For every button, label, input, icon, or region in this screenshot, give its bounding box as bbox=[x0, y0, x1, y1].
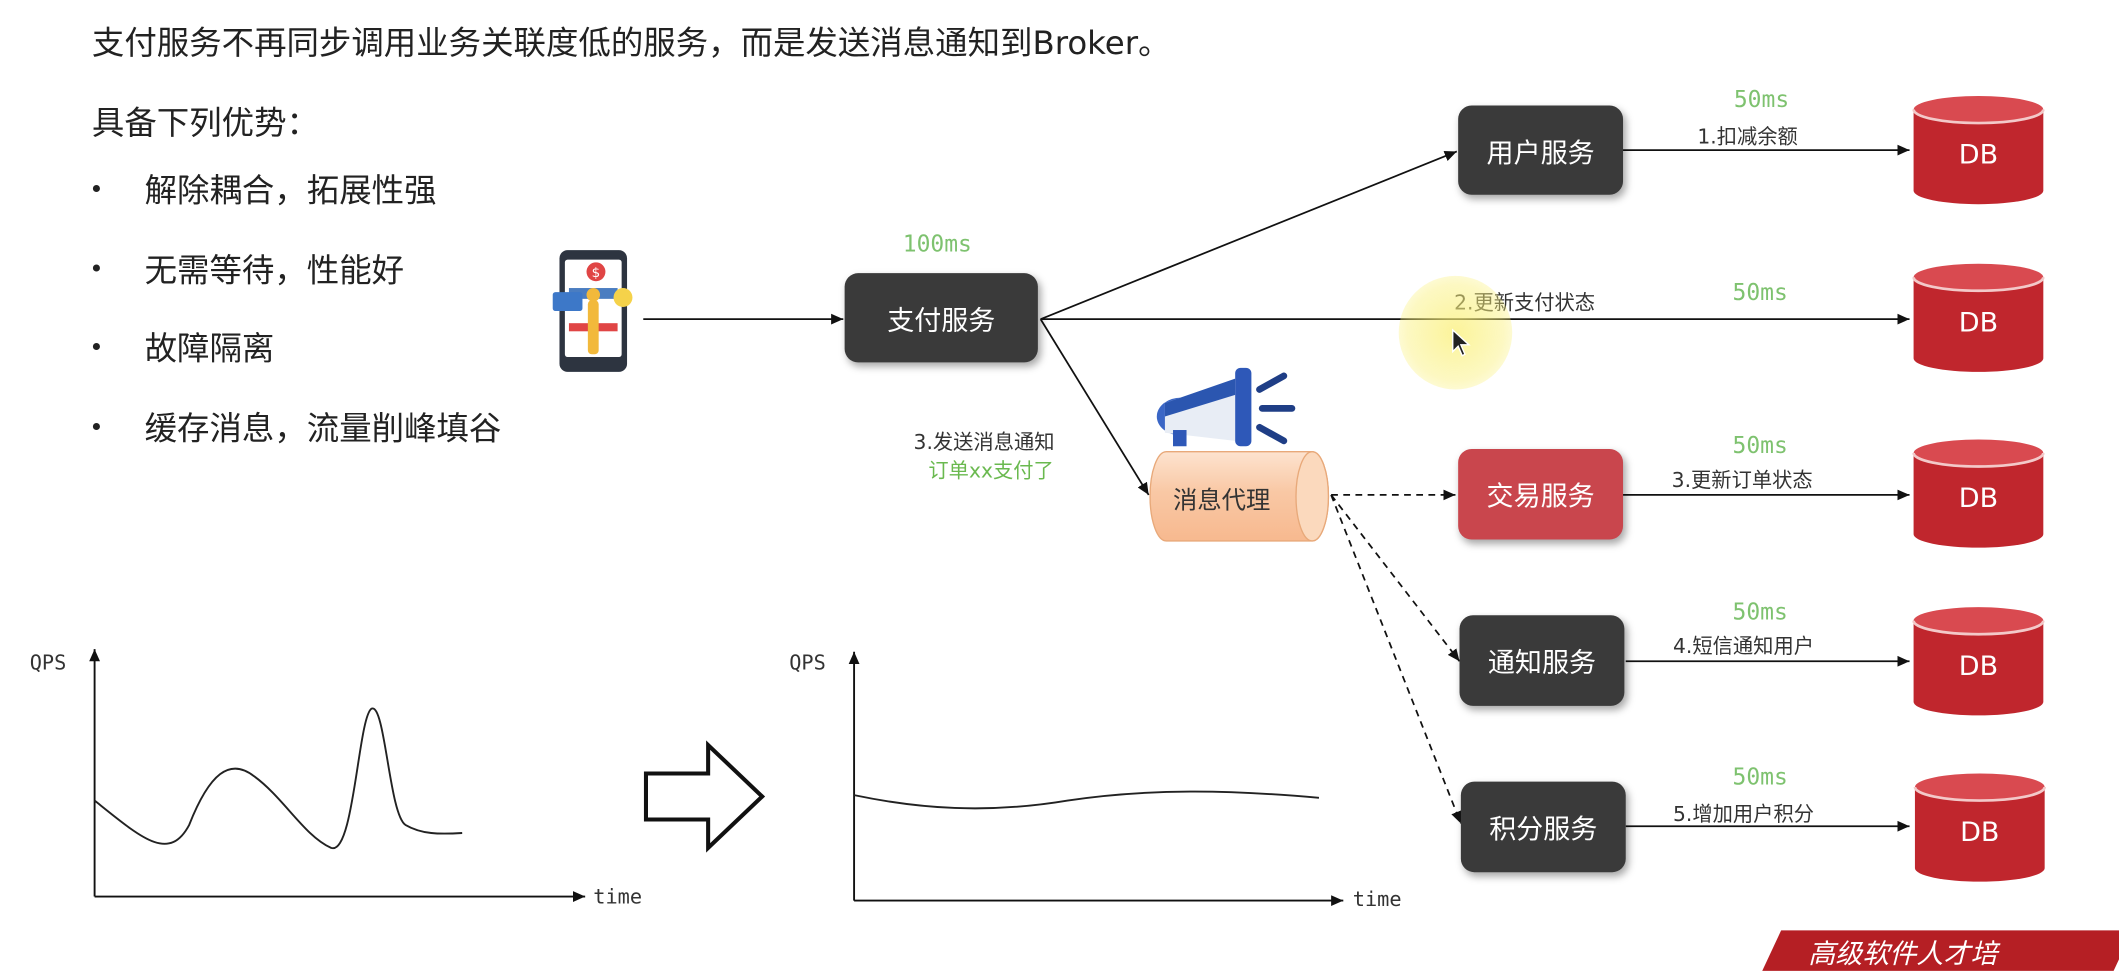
advantage-text: 故障隔离 bbox=[144, 329, 275, 368]
database-icon bbox=[1912, 607, 2045, 716]
notify-service-node: 通知服务 bbox=[1459, 615, 1625, 706]
trade-service-step: 3.更新订单状态 bbox=[1671, 467, 1813, 493]
qps-after-chart bbox=[848, 651, 1344, 907]
left-chart-ylabel: QPS bbox=[29, 650, 67, 675]
broker-message-label-1: 3.发送消息通知 bbox=[913, 430, 1055, 455]
db-label: DB bbox=[1958, 649, 1999, 682]
trade-service-time: 50ms bbox=[1732, 432, 1788, 460]
mouse-cursor-icon bbox=[1452, 328, 1471, 357]
points-db: DB bbox=[1913, 772, 2047, 883]
user-db: DB bbox=[1912, 95, 2045, 206]
pay-db: DB bbox=[1912, 262, 2045, 373]
pay-service-time: 100ms bbox=[902, 231, 972, 259]
database-icon bbox=[1912, 263, 2045, 372]
intro-text: 支付服务不再同步调用业务关联度低的服务，而是发送消息通知到Broker。 bbox=[91, 24, 1171, 63]
database-icon bbox=[1912, 96, 2045, 205]
bullet: • bbox=[89, 254, 104, 284]
left-chart-xlabel: time bbox=[593, 884, 643, 909]
svg-text:$: $ bbox=[592, 265, 601, 281]
advantages-list: • 解除耦合，拓展性强 • 无需等待，性能好 • 故障隔离 • 缓存消息，流量削峰填谷 bbox=[84, 151, 502, 467]
bullet: • bbox=[89, 413, 104, 442]
advantage-text: 无需等待，性能好 bbox=[144, 250, 405, 289]
pay-status-time: 50ms bbox=[1732, 279, 1788, 307]
advantage-text: 解除耦合，拓展性强 bbox=[144, 171, 437, 210]
trade-db: DB bbox=[1912, 438, 2045, 549]
user-service-time: 50ms bbox=[1733, 86, 1790, 114]
right-chart-xlabel: time bbox=[1352, 887, 1402, 912]
broker-to-points-arrow bbox=[1330, 494, 1462, 824]
points-service-step: 5.增加用户积分 bbox=[1673, 801, 1815, 827]
advantage-item: • 缓存消息，流量削峰填谷 bbox=[84, 389, 502, 468]
points-service-time: 50ms bbox=[1732, 764, 1788, 792]
advantage-text: 缓存消息，流量削峰填谷 bbox=[144, 409, 502, 447]
watermark-banner: 高级软件人才培 bbox=[1762, 930, 2119, 971]
db-label: DB bbox=[1958, 137, 1999, 171]
banner-text: 高级软件人才培 bbox=[1808, 937, 1998, 970]
transform-arrow-icon bbox=[643, 740, 766, 853]
pay-service-node: 支付服务 bbox=[844, 273, 1038, 363]
trade-service-node: 交易服务 bbox=[1458, 448, 1624, 540]
notify-db: DB bbox=[1912, 606, 2045, 717]
right-chart-ylabel: QPS bbox=[789, 650, 826, 675]
db-label: DB bbox=[1960, 815, 2000, 848]
qps-before-chart bbox=[89, 649, 586, 902]
pay-to-user-arrow bbox=[1040, 150, 1458, 320]
database-icon bbox=[1912, 439, 2045, 548]
database-icon bbox=[1913, 773, 2047, 882]
broker-message-label-2: 订单xx支付了 bbox=[928, 458, 1054, 483]
pay-to-broker-arrow bbox=[1039, 318, 1150, 496]
qps-flat-curve bbox=[853, 790, 1320, 810]
megaphone-icon bbox=[1156, 367, 1296, 447]
notify-service-time: 50ms bbox=[1732, 599, 1788, 627]
db-label: DB bbox=[1958, 305, 1999, 339]
mobile-payment-icon: $ bbox=[552, 250, 633, 372]
advantage-item: • 故障隔离 bbox=[84, 310, 502, 389]
broker-cylinder bbox=[1149, 450, 1330, 542]
user-service-node: 用户服务 bbox=[1458, 105, 1624, 195]
qps-spiky-curve bbox=[94, 707, 463, 849]
db-label: DB bbox=[1958, 481, 1999, 514]
bullet: • bbox=[89, 175, 104, 205]
broker-to-notify-arrow bbox=[1330, 494, 1461, 662]
advantage-item: • 无需等待，性能好 bbox=[84, 231, 502, 310]
advantage-item: • 解除耦合，拓展性强 bbox=[84, 151, 502, 230]
advantages-heading: 具备下列优势： bbox=[91, 104, 319, 142]
broker-node-label: 消息代理 bbox=[1173, 486, 1271, 516]
notify-service-step: 4.短信通知用户 bbox=[1673, 634, 1815, 659]
user-service-step: 1.扣减余额 bbox=[1697, 124, 1798, 149]
bullet: • bbox=[89, 334, 104, 363]
points-service-node: 积分服务 bbox=[1460, 781, 1626, 873]
